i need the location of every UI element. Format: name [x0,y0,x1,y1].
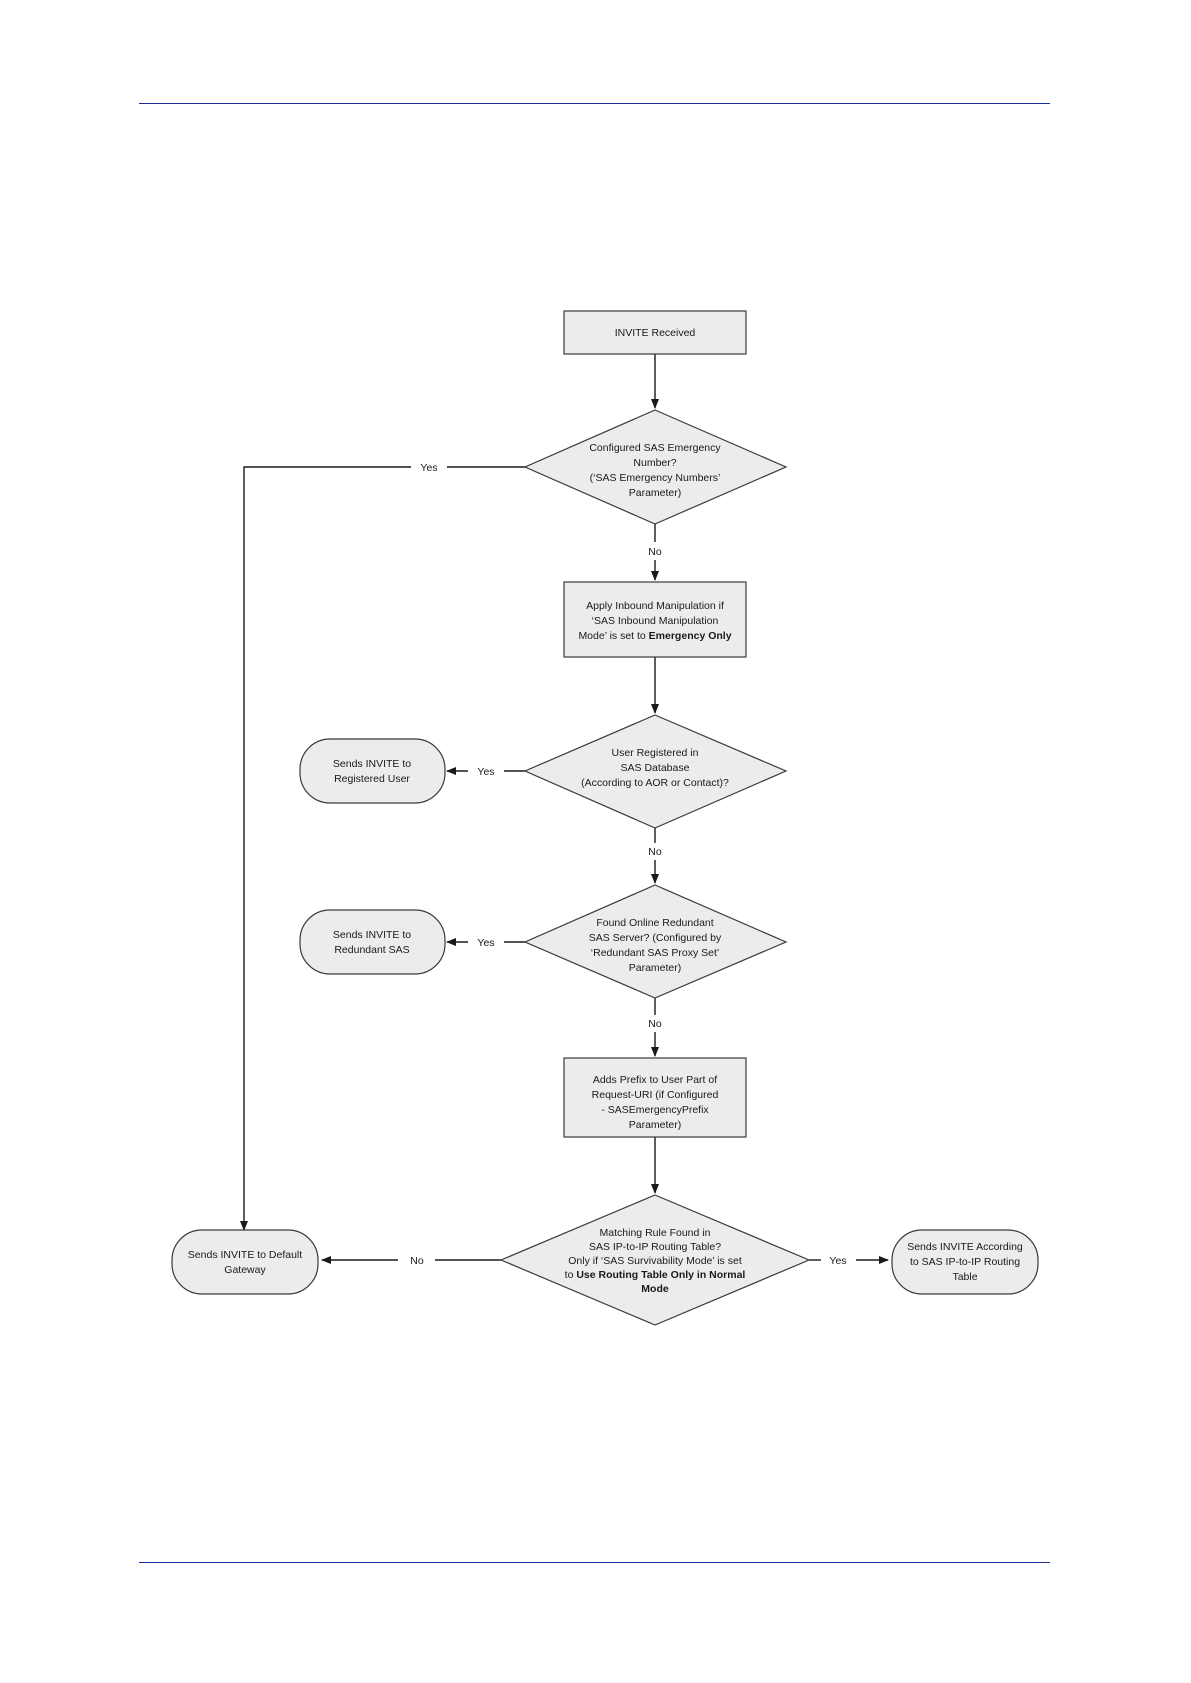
apply-inbound-line-1: Apply Inbound Manipulation if [586,600,724,612]
redundant-check-diamond [523,884,788,999]
user-registered-line-3: (According to AOR or Contact)? [581,777,729,789]
matching-rule-line-4: to Use Routing Table Only in Normal [565,1269,746,1281]
node-sends-default: Sends INVITE to Default Gateway [171,1229,319,1295]
adds-prefix-line-4: Parameter) [629,1119,682,1131]
edge-labels: Yes No Yes No Yes No No Yes [410,462,846,1267]
sends-default-line-2: Gateway [224,1264,266,1276]
label-emergency-no: No [648,546,662,558]
apply-inbound-line-3-bold: Emergency Only [649,630,732,642]
emergency-check-line-1: Configured SAS Emergency [589,442,721,454]
apply-inbound-line-3: Mode’ is set to Emergency Only [578,630,731,642]
user-registered-line-2: SAS Database [621,762,690,774]
edges [240,354,889,1264]
footer-rule [139,1562,1050,1563]
redundant-check-line-4: Parameter) [629,962,682,974]
sends-routing-line-1: Sends INVITE According [907,1241,1023,1253]
emergency-check-diamond [523,409,788,525]
label-registered-yes: Yes [477,766,494,778]
emergency-check-line-2: Number? [633,457,676,469]
adds-prefix-line-2: Request-URI (if Configured [592,1089,719,1101]
sends-redundant-line-2: Redundant SAS [334,944,409,956]
sends-registered-line-2: Registered User [334,773,410,785]
sends-routing-box [891,1229,1039,1295]
matching-rule-line-5: Mode [641,1283,669,1295]
matching-rule-diamond [499,1194,811,1326]
sends-default-line-1: Sends INVITE to Default [188,1249,302,1261]
label-registered-no: No [648,846,662,858]
matching-rule-line-2: SAS IP-to-IP Routing Table? [589,1241,721,1253]
node-invite-received: INVITE Received [563,310,747,355]
sends-registered-line-1: Sends INVITE to [333,758,411,770]
matching-rule-line-3: Only if ‘SAS Survivability Mode’ is set [568,1255,742,1267]
redundant-check-line-3: ‘Redundant SAS Proxy Set’ [591,947,719,959]
redundant-check-line-2: SAS Server? (Configured by [589,932,722,944]
adds-prefix-line-3: - SASEmergencyPrefix [601,1104,709,1116]
node-matching-rule: Matching Rule Found in SAS IP-to-IP Rout… [499,1194,811,1326]
label-matching-no: No [410,1255,424,1267]
user-registered-diamond [523,714,788,829]
matching-rule-line-4-pre: to [565,1269,577,1281]
label-redundant-no: No [648,1018,662,1030]
emergency-check-line-4: Parameter) [629,487,682,499]
label-emergency-yes: Yes [420,462,437,474]
sends-redundant-box [299,909,446,975]
node-adds-prefix: Adds Prefix to User Part of Request-URI … [563,1057,747,1138]
apply-inbound-box [563,581,747,658]
sends-registered-box [299,738,446,804]
sends-redundant-line-1: Sends INVITE to [333,929,411,941]
node-redundant-check: Found Online Redundant SAS Server? (Conf… [523,884,788,999]
user-registered-line-1: User Registered in [612,747,699,759]
node-sends-registered: Sends INVITE to Registered User [299,738,446,804]
node-apply-inbound: Apply Inbound Manipulation if ‘SAS Inbou… [563,581,747,658]
adds-prefix-box [563,1057,747,1138]
label-redundant-yes: Yes [477,937,494,949]
node-user-registered: User Registered in SAS Database (Accordi… [523,714,788,829]
label-matching-yes: Yes [829,1255,846,1267]
adds-prefix-line-1: Adds Prefix to User Part of [593,1074,717,1086]
edge-emergency-yes-long [240,466,411,1231]
apply-inbound-line-3-pre: Mode’ is set to [578,630,648,642]
matching-rule-line-4-bold: Use Routing Table Only in Normal [576,1269,745,1281]
invite-received-box [563,310,747,355]
invite-received-text: INVITE Received [615,327,696,339]
node-sends-redundant: Sends INVITE to Redundant SAS [299,909,446,975]
matching-rule-line-1: Matching Rule Found in [600,1227,711,1239]
node-emergency-check: Configured SAS Emergency Number? (‘SAS E… [523,409,788,525]
apply-inbound-line-2: ‘SAS Inbound Manipulation [592,615,719,627]
header-rule [139,103,1050,104]
redundant-check-line-1: Found Online Redundant [596,917,713,929]
sends-routing-line-2: to SAS IP-to-IP Routing [910,1256,1020,1268]
sends-default-box [171,1229,319,1295]
sends-routing-line-3: Table [952,1271,977,1283]
emergency-check-line-3: (‘SAS Emergency Numbers’ [590,472,721,484]
node-sends-routing: Sends INVITE According to SAS IP-to-IP R… [891,1229,1039,1295]
